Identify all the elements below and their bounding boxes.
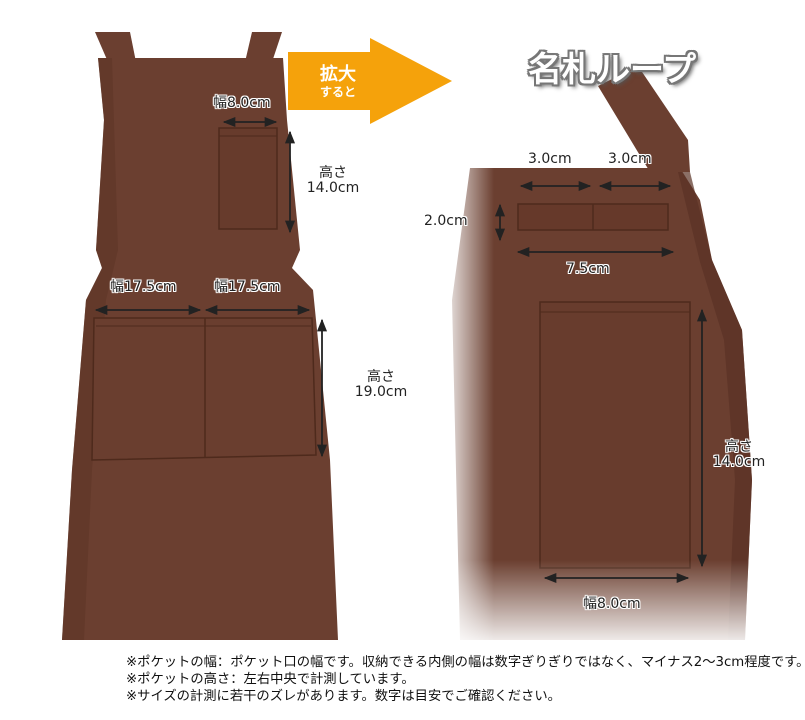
zoom-pocket-height-label: 高さ 14.0cm — [712, 439, 766, 470]
arrow-label-line1: 拡大 — [320, 64, 356, 85]
apron-full — [62, 32, 338, 640]
note-line: ※ポケットの高さ：左右中央で計測しています。 — [126, 672, 415, 687]
name-loop-title: 名札ループ — [528, 50, 696, 90]
enlarge-arrow — [288, 38, 452, 124]
left-pocket-width-label: 幅17.5cm — [110, 279, 177, 295]
notes: ※ポケットの幅：ポケット口の幅です。収納できる内側の幅は数字ぎりぎりではなく、マ… — [126, 654, 805, 705]
loop-left-width-label: 3.0cm — [528, 151, 572, 167]
small-pocket-width-label: 幅8.0cm — [213, 95, 271, 111]
note-line: ※サイズの計測に若干のズレがあります。数字は目安でご確認ください。 — [126, 689, 561, 704]
loop-total-width-label: 7.5cm — [566, 261, 610, 277]
small-pocket-height-label: 高さ 14.0cm — [306, 165, 360, 196]
note-line: ※ポケットの幅：ポケット口の幅です。収納できる内側の幅は数字ぎりぎりではなく、マ… — [126, 655, 805, 670]
big-pocket-height-label: 高さ 19.0cm — [354, 369, 408, 400]
loop-right-width-label: 3.0cm — [608, 151, 652, 167]
arrow-label-line2: すると — [319, 85, 356, 99]
zoom-pocket-width-label: 幅8.0cm — [583, 596, 641, 612]
loop-height-label: 2.0cm — [424, 213, 468, 229]
right-pocket-width-label: 幅17.5cm — [214, 279, 281, 295]
